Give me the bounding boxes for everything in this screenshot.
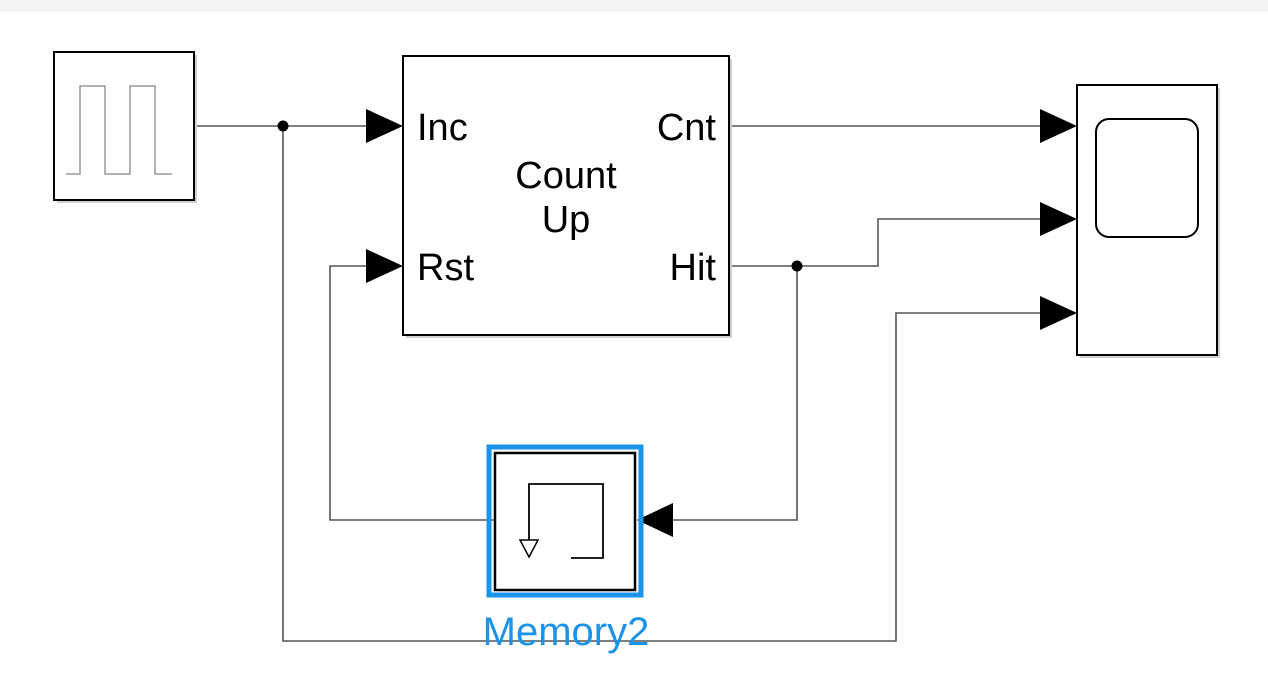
counter-block[interactable]: Inc Rst Cnt Hit Count Up [402,55,732,338]
block-title-line: Up [542,199,591,241]
arrowhead [366,109,403,143]
input-port-rst: Rst [417,247,474,289]
arrowhead [366,249,403,283]
arrowhead [1040,296,1077,330]
memory-block-name[interactable]: Memory2 [483,610,650,654]
line-hit-to-memory[interactable] [672,266,798,521]
line-memory-to-rst[interactable] [329,265,495,521]
line-hit-to-scope2[interactable] [729,218,1045,267]
line-branch-to-scope3[interactable] [282,126,1045,642]
block-title-line: Count [515,155,617,197]
scope-icon [1095,118,1199,238]
branch-point [791,260,803,272]
memory-block[interactable] [486,444,644,598]
arrowhead [1040,202,1077,236]
output-port-hit: Hit [670,247,717,289]
canvas-top-bar [0,0,1268,12]
scope-block[interactable] [1076,84,1220,358]
branch-point [277,120,289,132]
output-port-cnt: Cnt [657,107,717,149]
arrowhead [1040,109,1077,143]
pulse-generator-icon [66,85,172,175]
arrowheads [366,109,1077,537]
pulse-generator-block[interactable] [53,51,197,203]
arrowhead [637,503,673,537]
memory-icon [518,483,604,559]
input-port-inc: Inc [417,107,468,149]
selection-highlight [486,444,644,598]
